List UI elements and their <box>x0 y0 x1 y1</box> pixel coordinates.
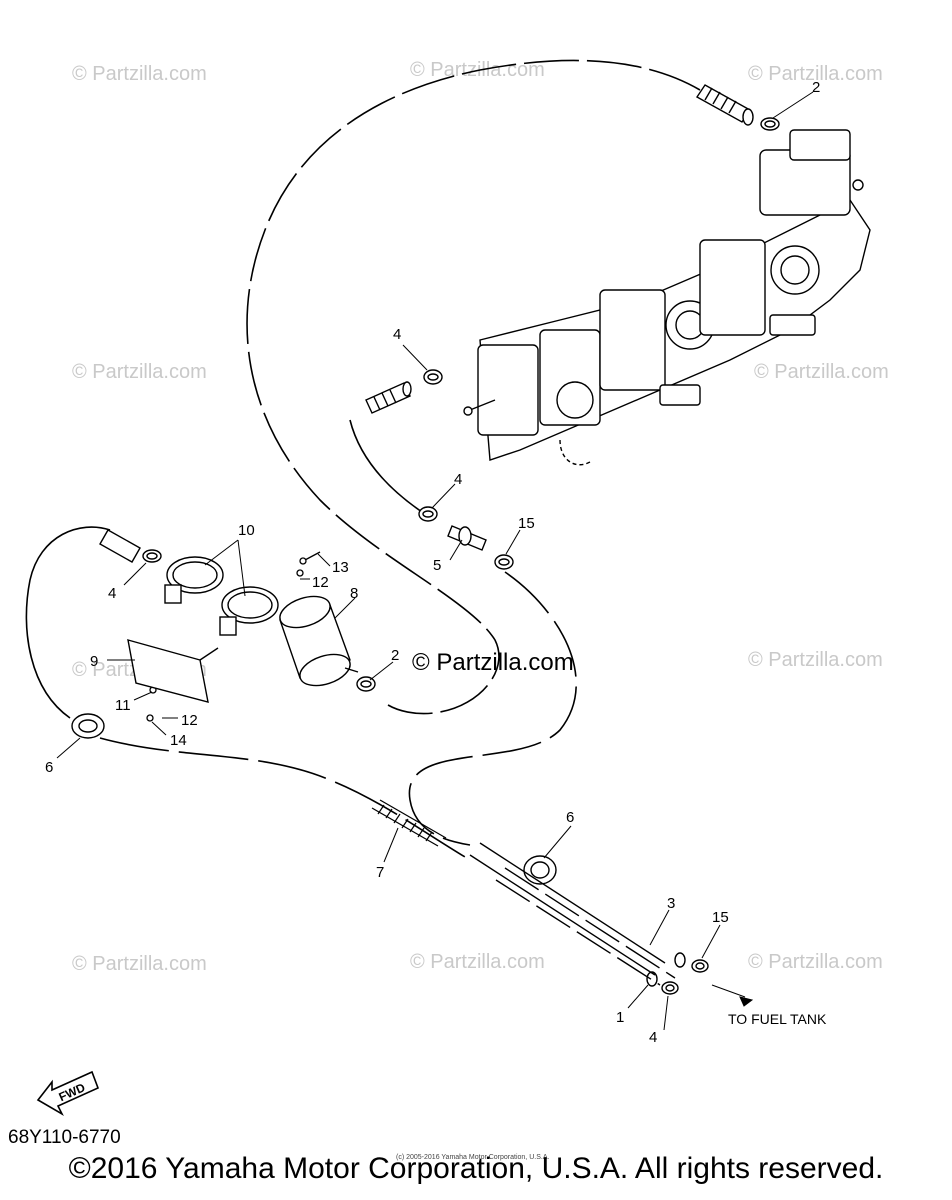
callout-14: 14 <box>170 732 187 749</box>
copyright-footer: ©2016 Yamaha Motor Corporation, U.S.A. A… <box>68 1152 884 1185</box>
callout-15: 15 <box>518 515 535 532</box>
hose-clamp <box>418 506 438 522</box>
small-copyright-note: (c) 2005-2016 Yamaha Motor Corporation, … <box>396 1154 550 1161</box>
mounting-bracket <box>127 639 219 703</box>
watermark: © Partzilla.com <box>748 63 883 85</box>
callout-1: 1 <box>616 1009 624 1026</box>
watermark: © Partzilla.com <box>72 953 207 975</box>
hose-clamp <box>494 554 514 570</box>
ribbed-hose-mid <box>365 381 412 414</box>
callout-labels: 2 4 4 15 5 4 10 13 12 8 2 9 11 12 14 6 7… <box>45 79 820 1046</box>
center-watermark: © Partzilla.com <box>412 649 574 676</box>
watermark: © Partzilla.com <box>748 649 883 671</box>
callout-12: 12 <box>181 712 198 729</box>
callout-12: 12 <box>312 574 329 591</box>
watermark: © Partzilla.com <box>754 361 889 383</box>
callout-4: 4 <box>108 585 116 602</box>
fuel-filter <box>279 595 359 687</box>
hose-joint <box>447 525 487 551</box>
callout-13: 13 <box>332 559 349 576</box>
callout-2: 2 <box>391 647 399 664</box>
callout-4: 4 <box>454 471 462 488</box>
watermark: © Partzilla.com <box>410 951 545 973</box>
leader-lines <box>56 91 814 1031</box>
carburetor-assembly <box>463 129 871 466</box>
grommet <box>71 713 105 739</box>
callout-9: 9 <box>90 653 98 670</box>
callout-5: 5 <box>433 557 441 574</box>
watermark: © Partzilla.com <box>748 951 883 973</box>
forward-arrow-icon: FWD <box>36 1070 100 1117</box>
main-fuel-hoses <box>469 842 686 987</box>
watermark: © Partzilla.com <box>72 361 207 383</box>
callout-2: 2 <box>812 79 820 96</box>
watermark: © Partzilla.com <box>72 63 207 85</box>
forward-label: FWD <box>57 1080 88 1104</box>
callout-11: 11 <box>115 697 131 714</box>
ribbed-hose-top <box>695 84 754 126</box>
callout-8: 8 <box>350 585 358 602</box>
hose-clamp <box>356 676 376 692</box>
hose-clamp <box>760 117 780 131</box>
callout-4: 4 <box>649 1029 657 1046</box>
short-hose-left <box>99 529 162 563</box>
filter-bracket-clamps <box>164 556 279 636</box>
destination-label: TO FUEL TANK <box>728 1011 827 1027</box>
callout-10: 10 <box>238 522 255 539</box>
callout-7: 7 <box>376 864 384 881</box>
hose-clamp <box>423 369 443 385</box>
bolt-and-washers <box>146 551 321 722</box>
watermark-layer: © Partzilla.com © Partzilla.com © Partzi… <box>72 59 889 975</box>
fuel-hose-loop <box>25 59 701 861</box>
callout-4: 4 <box>393 326 401 343</box>
callout-6: 6 <box>45 759 53 776</box>
callout-3: 3 <box>667 895 675 912</box>
callout-15: 15 <box>712 909 729 926</box>
callout-6: 6 <box>566 809 574 826</box>
grommet <box>523 855 557 885</box>
hose-protector-spring <box>371 799 447 847</box>
hose-clamp <box>661 959 709 995</box>
diagram-code: 68Y110-6770 <box>8 1127 121 1148</box>
